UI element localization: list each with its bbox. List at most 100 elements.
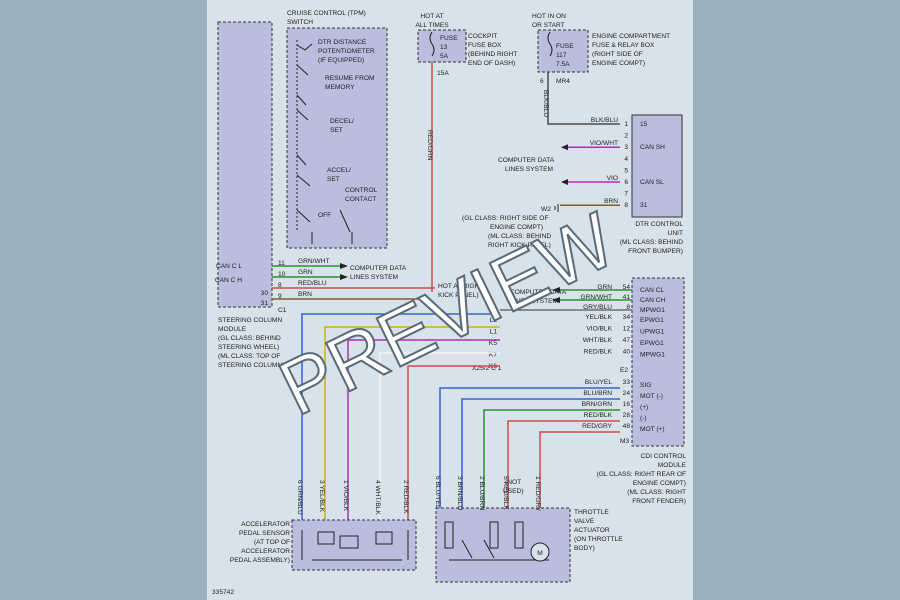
arrow-icon [340,263,348,269]
dtr-pin-num: 4 [624,156,628,163]
computer-lines-label-a2: LINES SYSTEM [350,274,398,281]
hot-all-times-1: HOT AT [420,13,443,20]
cruise-switch-title-2: SWITCH [287,19,313,26]
off-label: OFF [318,212,331,219]
dtr-pin-num: 3 [624,144,628,151]
throttle-pin-label: 3 BRN/BLU [456,476,463,510]
control-contact-1: CONTROL [345,187,378,194]
steering-pin-label-1: CAN C L [216,263,242,270]
cockpit-box-4: END OF DASH) [468,60,515,67]
cdi-label-1: CDI CONTROL [641,453,687,460]
cdi-pin-num: 8 [626,304,630,311]
cdi-pin-label: CAN CL [640,287,665,294]
throttle-label-5: BODY) [574,545,595,552]
cdi-pin-label: MOT (-) [640,393,663,400]
steering-module-label-2: MODULE [218,326,247,333]
decel-label-1: DECEL/ [330,118,354,125]
cdi-pin-num: 33 [623,379,631,386]
hot-in-on-1: HOT IN ON [532,13,566,20]
dtr-wire-label: VIO/WHT [590,140,618,147]
fuse117-vert-label: BLK/BLU [542,90,549,117]
cdi-pin-label: MOT (+) [640,426,665,433]
cdi-label-6: FRONT FENDER) [632,498,686,505]
not-used-2: USED) [503,488,524,495]
dtr-unit-4: FRONT BUMPER) [628,248,683,255]
engine-box-1: ENGINE COMPARTMENT [592,33,670,40]
cdi-pin-label: EPWG1 [640,340,664,347]
accel-pin-label: 2 RED/BLK [402,480,409,514]
cdi-wire-label: RED/BLK [584,412,613,419]
accelerator-pedal-sensor [291,519,417,571]
steering-pin-label-4: 31 [261,300,269,307]
connector-c1: C1 [278,307,287,314]
engine-box-3: (RIGHT SIDE OF [592,51,643,58]
cdi-connector-id: K5 [489,340,497,347]
engine-box-4: ENGINE COMPT) [592,60,645,67]
steering-module-label-5: (ML CLASS: TOP OF [218,353,280,360]
hot-at-right-1: HOT AT RIGHT [438,283,483,290]
cdi-pin-num: 47 [623,337,631,344]
figure-id: 335742 [212,589,234,596]
connector-e2: E2 [620,367,628,374]
steering-pin-num-1: 11 [278,260,285,267]
cdi-can-wires [500,289,632,311]
wire-blk-blu [547,72,620,125]
hot-all-times-2: ALL TIMES [415,22,449,29]
w2-2: (GL CLASS: RIGHT SIDE OF [462,215,548,222]
cdi-pin-num: 54 [623,284,631,291]
fuse117-label-3: 7.5A [556,61,570,68]
arrow-icon [561,179,568,185]
dtr-unit-3: (ML CLASS: BEHIND [620,239,683,246]
cdi-wire-label: BRN/GRN [582,401,613,408]
cdi-connector-id: L1 [490,329,498,336]
fuse13-label-3: 5A [440,53,449,60]
dtr-pot-label-1: DTR DISTANCE [318,39,367,46]
cruise-switch-title-1: CRUISE CONTROL (TPM) [287,10,366,17]
arrow-icon [340,274,348,280]
steering-pin-num-2: 10 [278,271,286,278]
steering-module-label-3: (GL CLASS: BEHIND [218,335,281,342]
cdi-label-4: ENGINE COMPT) [633,480,686,487]
wire-label-red-blu: RED/BLU [298,280,327,287]
hot-in-on-2: OR START [532,22,565,29]
arrow-icon [561,144,568,151]
throttle-label-2: VALVE [574,518,595,525]
cdi-wire-label: GRY/BLU [583,304,612,311]
fuse13-out-label: 15A [437,70,449,77]
computer-lines-label-c2: LINES SYSTEM [510,298,558,305]
arrow-icon [552,297,560,303]
cockpit-box-2: FUSE BOX [468,42,502,49]
accel-sensor-wires [301,313,500,520]
accel-pin-label: 4 WHT/BLK [374,480,381,515]
fuse13-label-1: FUSE [440,35,458,42]
fuse-icon [547,31,553,57]
cockpit-box-1: COCKPIT [468,33,497,40]
throttle-pin-label: 6 BLU/YEL [434,476,441,509]
w2-5: RIGHT KICK PANEL) [488,242,551,249]
resume-label-2: MEMORY [325,84,355,91]
fuse-13 [417,29,467,63]
dtr-wire-label: BRN [604,198,618,205]
cdi-wire-label: GRN [597,284,612,291]
cdi-label-2: MODULE [658,462,687,469]
cdi-connector-id: L2 [490,317,498,324]
mr4-label: MR4 [556,78,570,85]
fuse117-label-1: FUSE [556,43,574,50]
connector-x25: X25/2 C 1 [472,365,502,372]
steering-pin-label-3: 30 [261,290,269,297]
motor-icon [530,542,550,562]
w2-3: ENGINE COMPT) [490,224,543,231]
cdi-pin-num: 12 [623,326,631,333]
wire-label-grn-wht: GRN/WHT [298,258,330,265]
cdi-pin-label: MPWG1 [640,307,665,314]
dtr-pin-num: 6 [624,179,628,186]
cdi-pin-label: (-) [640,415,647,422]
connector-m3: M3 [620,438,629,445]
accel-label-2: SET [327,176,340,183]
dtr-wire-label: VIO [607,175,618,182]
accel-pin-label: 6 GRN/BLU [296,480,303,515]
cdi-pin-label: MPWG1 [640,352,665,359]
accel-pin-label: 3 YEL/BLK [318,480,325,513]
resume-label-1: RESUME FROM [325,75,374,82]
